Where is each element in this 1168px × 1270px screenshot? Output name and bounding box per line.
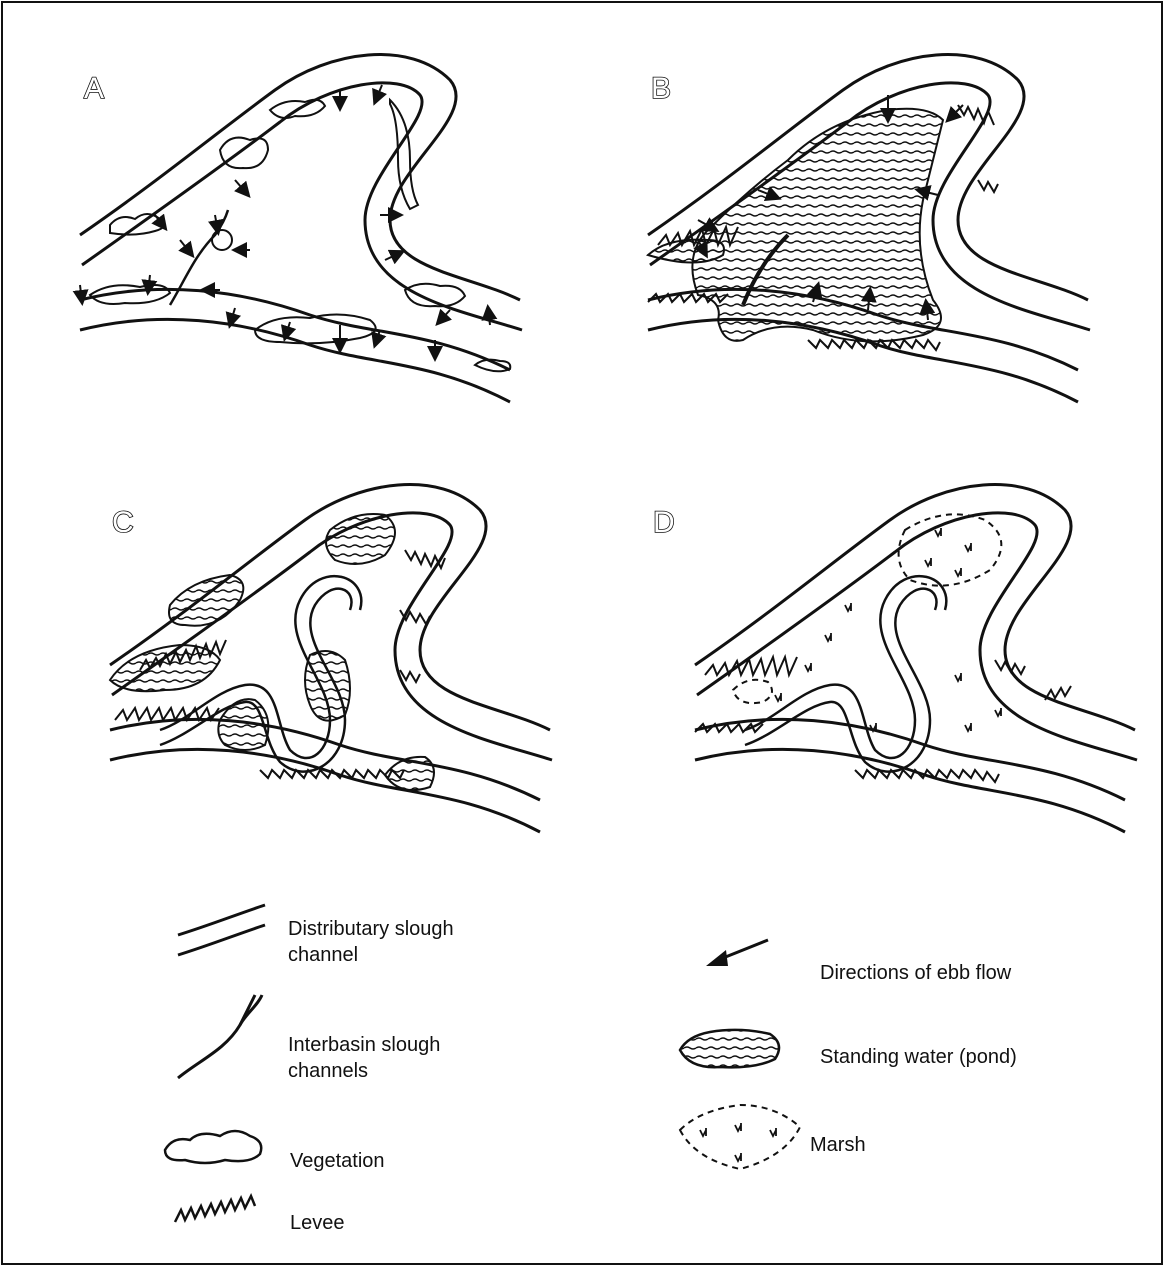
legend-label-ebb-flow: Directions of ebb flow [820, 960, 1011, 986]
legend-label-distributary-channel: Distributary slough channel [288, 916, 518, 968]
levee [260, 770, 404, 778]
legend-ebb-arrow [706, 940, 768, 966]
legend-label-vegetation: Vegetation [290, 1148, 385, 1174]
panel-b-label: B [651, 72, 671, 105]
standing-water-pond [218, 699, 268, 750]
panel-c [110, 485, 552, 832]
standing-water-pond [169, 575, 243, 626]
standing-water-pond [305, 651, 350, 721]
legend-label-interbasin-channels: Interbasin slough channels [288, 1032, 518, 1084]
panel-d-label: D [653, 506, 675, 539]
interbasin-channel [745, 589, 936, 772]
panel-b [648, 55, 1090, 402]
panel-c-label: C [112, 506, 134, 539]
legend-levee-symbol [175, 1196, 255, 1222]
levee [958, 105, 998, 192]
legend-pond-symbol [680, 1030, 779, 1067]
panel-a-label: A [84, 72, 104, 105]
vegetation-clump [255, 314, 376, 343]
panel-d [695, 485, 1137, 832]
legend-label-marsh: Marsh [810, 1132, 866, 1158]
legend-marsh-symbol [680, 1105, 800, 1169]
legend-label-levee: Levee [290, 1210, 345, 1236]
legend-channel-symbol [178, 905, 265, 955]
levee [695, 724, 763, 732]
marsh-area [733, 680, 772, 703]
standing-water-pond [326, 514, 395, 564]
legend-label-standing-water: Standing water (pond) [820, 1044, 1017, 1070]
levee [995, 660, 1071, 700]
standing-water-pond [692, 109, 943, 342]
standing-water-pond [385, 757, 434, 790]
levee [705, 657, 797, 675]
legend-interbasin-symbol [178, 995, 262, 1078]
vegetation-clump [220, 138, 268, 169]
marsh-area [899, 514, 1002, 585]
legend-vegetation-symbol [165, 1131, 261, 1163]
panel-a [80, 55, 522, 402]
